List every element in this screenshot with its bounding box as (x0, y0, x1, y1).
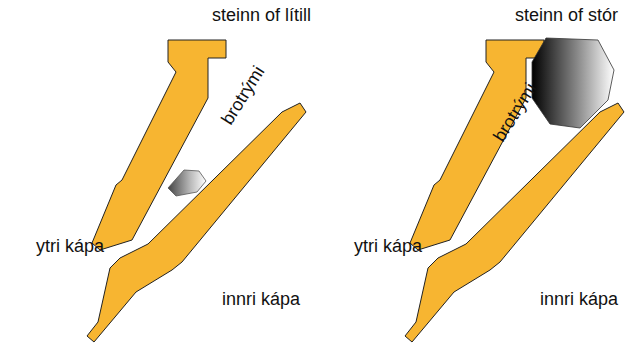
inner-mantle (87, 103, 306, 342)
part-label: brotrými (218, 63, 268, 128)
part-label: ytri kápa (354, 237, 422, 255)
inner-mantle (405, 103, 624, 342)
part-label: steinn of stór (515, 6, 618, 24)
right-panel (405, 38, 624, 342)
left-panel (87, 40, 306, 342)
part-label: steinn of lítill (212, 6, 311, 24)
large-stone (532, 38, 614, 128)
part-label: innri kápa (540, 290, 618, 308)
part-label: ytri kápa (36, 237, 104, 255)
small-stone (168, 170, 206, 196)
part-label: innri kápa (222, 290, 300, 308)
